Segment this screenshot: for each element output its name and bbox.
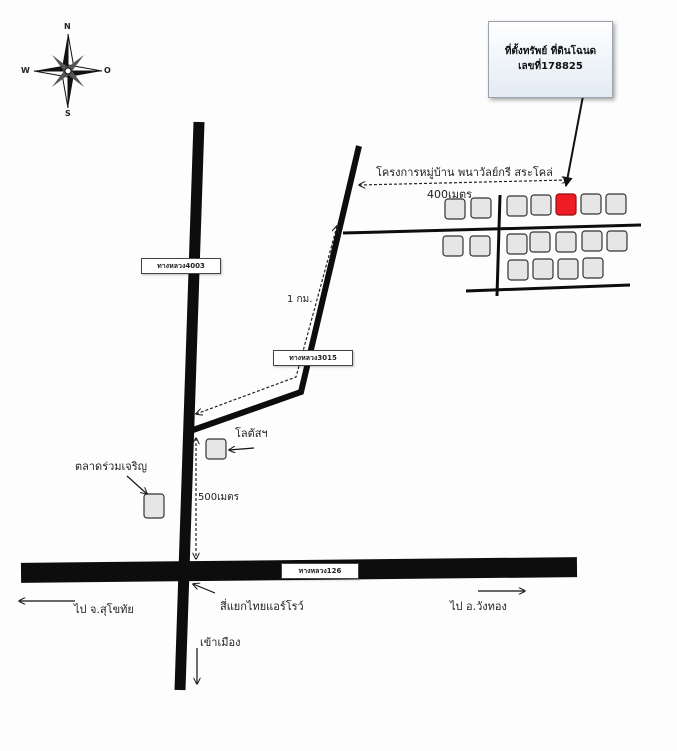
highway-3015-road bbox=[192, 145, 362, 433]
callout-line-1: ที่ตั้งทรัพย์ ที่ดินโฉนด bbox=[504, 46, 597, 57]
house-plot bbox=[605, 193, 627, 215]
target-property-plot bbox=[555, 193, 577, 216]
lotus-label: โลตัสฯ bbox=[235, 427, 268, 440]
village-streets bbox=[342, 194, 642, 297]
house-plot bbox=[470, 197, 492, 219]
callout-line-2: เลขที่178825 bbox=[518, 61, 583, 72]
compass-east-label: O bbox=[104, 66, 111, 75]
to-wangthong-label: ไป อ.วังทอง bbox=[450, 600, 507, 613]
house-plot bbox=[442, 235, 464, 257]
house-plot bbox=[557, 258, 579, 280]
highway-4003-sign: ทางหลวง4003 bbox=[141, 258, 221, 274]
house-plot bbox=[555, 231, 577, 253]
to-city-label: เข้าเมือง bbox=[200, 636, 241, 649]
house-plots bbox=[442, 193, 628, 281]
distance-1km-label: 1 กม. bbox=[287, 294, 313, 305]
house-plot bbox=[507, 259, 529, 281]
distance-500m-label: 500เมตร bbox=[198, 492, 239, 503]
compass-rose-icon bbox=[33, 33, 103, 109]
house-plot bbox=[506, 233, 528, 255]
distance-arrows bbox=[196, 180, 568, 559]
highway-4003-road bbox=[174, 121, 205, 691]
highway-3015-sign: ทางหลวง3015 bbox=[273, 350, 353, 366]
property-callout: ที่ตั้งทรัพย์ ที่ดินโฉนด เลขที่178825 bbox=[488, 21, 613, 98]
house-plot bbox=[580, 193, 602, 215]
to-sukhothai-label: ไป จ.สุโขทัย bbox=[74, 603, 134, 616]
market-label: ตลาดร่วมเจริญ bbox=[75, 460, 148, 473]
house-plot bbox=[530, 194, 552, 216]
intersection-label: สี่แยกไทยแอร์โรว์ bbox=[220, 600, 304, 613]
house-plot bbox=[529, 231, 551, 253]
house-plot bbox=[606, 230, 628, 252]
compass-west-label: W bbox=[21, 66, 30, 75]
house-plot bbox=[582, 257, 604, 279]
compass-north-label: N bbox=[64, 22, 71, 31]
highway-126-sign: ทางหลวง126 bbox=[281, 563, 359, 579]
distance-400m-label: 400เมตร bbox=[427, 188, 473, 201]
lotus-store-marker bbox=[205, 438, 227, 460]
market-marker bbox=[143, 493, 165, 519]
house-plot bbox=[581, 230, 603, 252]
house-plot bbox=[506, 195, 528, 217]
compass-south-label: S bbox=[65, 109, 71, 118]
project-label: โครงการหมู่บ้าน พนาวัลย์กรี สระโคล่ bbox=[376, 166, 553, 179]
house-plot bbox=[532, 258, 554, 280]
house-plot bbox=[469, 235, 491, 257]
house-plot bbox=[444, 198, 466, 220]
pointer-arrows bbox=[19, 95, 584, 684]
